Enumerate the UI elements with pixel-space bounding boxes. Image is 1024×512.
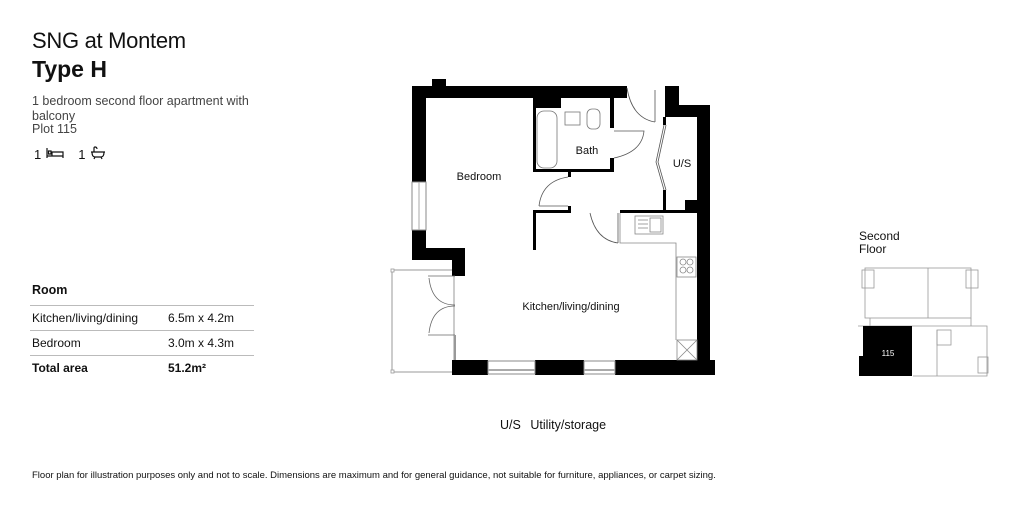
balcony: [390, 268, 455, 374]
bath-label: Bath: [576, 145, 599, 157]
highlighted-unit: 115: [859, 326, 912, 376]
internal-walls: [533, 98, 700, 250]
legend-meaning: Utility/storage: [530, 418, 607, 432]
unit-number: 115: [882, 349, 895, 358]
total-area-label: Total area: [32, 361, 88, 375]
legend: U/S Utility/storage: [500, 418, 606, 432]
floor-plan: Bedroom Bath U/S Kitchen/living/dining: [390, 79, 715, 375]
bedroom-count: 1: [34, 147, 42, 162]
bath-fixtures: [536, 108, 601, 169]
table-header-row: Room: [30, 280, 254, 306]
kitchen-label: Kitchen/living/dining: [522, 301, 619, 313]
bedroom-label: Bedroom: [457, 171, 502, 183]
table-row: Bedroom 3.0m x 4.3m: [30, 330, 254, 356]
room-name: Kitchen/living/dining: [30, 305, 166, 331]
bath-icon: [90, 146, 106, 163]
bedroom-window: [411, 181, 427, 231]
table-row: Kitchen/living/dining 6.5m x 4.2m: [30, 305, 254, 331]
bottom-windows: [487, 360, 616, 375]
room-name: Bedroom: [30, 330, 166, 356]
disclaimer: Floor plan for illustration purposes onl…: [32, 470, 716, 481]
room-header: Room: [30, 280, 254, 306]
apartment-type-title: Type H: [32, 56, 107, 82]
bedroom-count-group: 1: [34, 147, 64, 162]
floor-label-line2: Floor: [859, 242, 887, 256]
bed-icon: [46, 147, 64, 162]
external-walls: [412, 79, 715, 375]
bathroom-count: 1: [78, 147, 86, 162]
key-plan: 115: [858, 267, 989, 377]
feature-icons: 1 1: [34, 146, 114, 163]
floor-label-line1: Second: [859, 229, 900, 243]
utility-label: U/S: [673, 158, 691, 170]
bathroom-count-group: 1: [78, 146, 106, 163]
room-dimensions: 6.5m x 4.2m: [166, 305, 254, 331]
floor-label: Second Floor: [859, 230, 900, 256]
room-dimensions-table: Room Kitchen/living/dining 6.5m x 4.2m B…: [30, 280, 254, 380]
balcony-doors: [428, 275, 456, 360]
development-name: SNG at Montem: [32, 28, 186, 53]
door-swings: [538, 87, 667, 244]
room-dimensions: 3.0m x 4.3m: [166, 330, 254, 356]
legend-abbr: U/S: [500, 418, 521, 432]
total-area-value: 51.2m²: [168, 361, 207, 375]
total-area-row: Total area 51.2m²: [30, 356, 254, 381]
plot-number: Plot 115: [32, 122, 77, 136]
kitchen-fixtures: [619, 213, 698, 361]
apartment-description: 1 bedroom second floor apartment with ba…: [32, 94, 249, 123]
